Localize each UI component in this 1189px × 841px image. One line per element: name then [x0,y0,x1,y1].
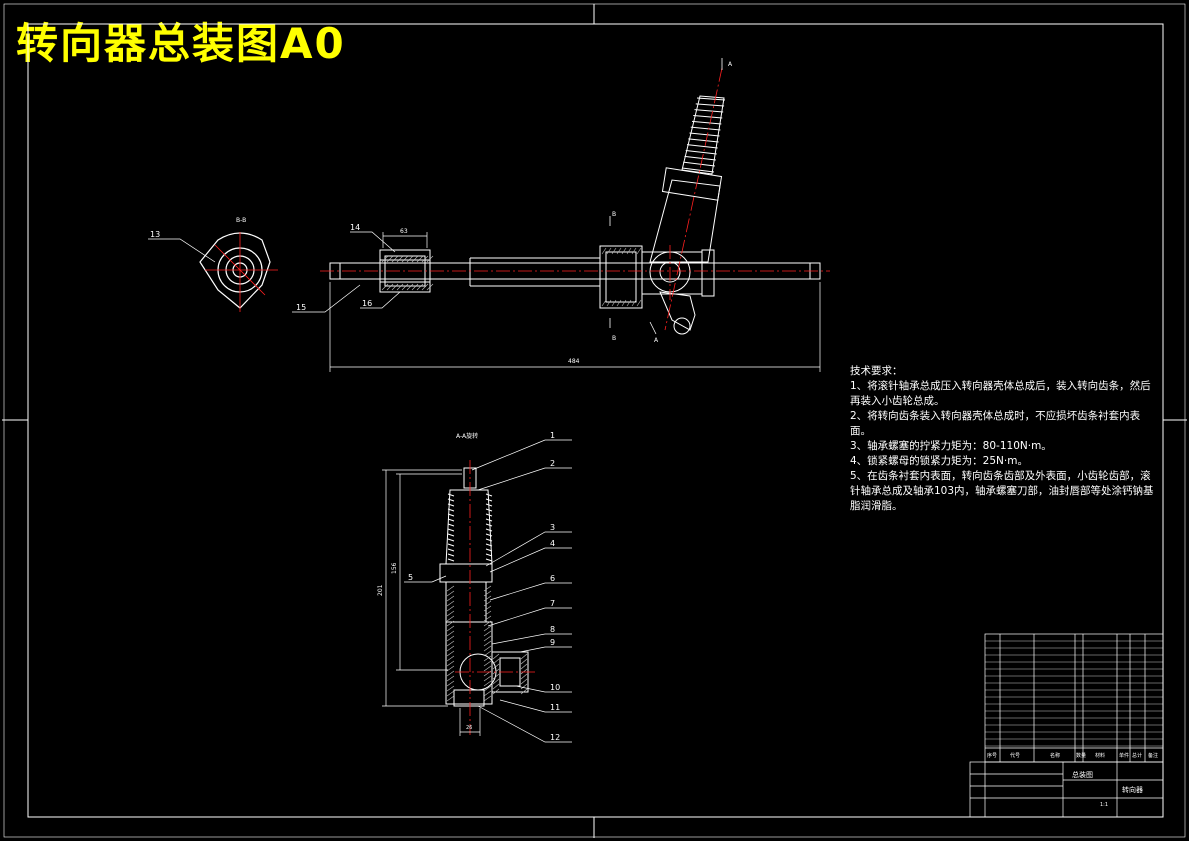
tech-item-3: 3、轴承螺塞的拧紧力矩为：80-110N·m。 [850,440,1052,452]
bom-header-5: 单件 [1119,752,1129,759]
marker-a-top: A [728,61,733,68]
top-centerlines [320,67,830,331]
drawing-name: 总装图 [1072,770,1093,779]
section-aa-label: A-A旋转 [456,432,478,440]
pinion-boot [681,95,725,175]
marker-b-bottom: B [612,335,616,342]
dim-63: 63 [400,228,408,235]
section-aa-ribs [447,493,493,562]
bom-headers: 序号 代号 名称 数量 材料 单件总计备注 [987,752,1158,759]
bom-rows [985,640,1163,747]
dimensions [329,232,821,372]
balloon-6: 6 [550,574,555,583]
scale: 1:1 [1100,802,1108,808]
bom-header-1: 代号 [1010,752,1020,759]
section-aa-hatching [446,585,528,702]
balloon-11: 11 [550,703,560,712]
tech-heading: 技术要求： [850,365,903,377]
bom-header-2: 名称 [1050,752,1060,759]
balloon-5: 5 [408,573,413,582]
balloon-2: 2 [550,459,555,468]
balloon-14: 14 [350,223,360,232]
top-hatching [381,247,642,307]
product-name: 转向器 [1122,785,1143,794]
rack-main-view [329,167,821,335]
balloon-12: 12 [550,733,560,742]
top-leaders [148,231,401,313]
balloon-15: 15 [296,303,306,312]
section-bb-view: B-B [199,217,278,312]
title-block [969,633,1164,818]
section-aa-centerline [455,460,535,735]
section-aa-dims [382,469,481,736]
drawing-title: 转向器总装图A0 [16,19,346,68]
sheet-frame [2,3,1187,838]
balloon-16: 16 [362,299,372,308]
balloon-3: 3 [550,523,555,532]
dim-26: 26 [466,725,472,731]
tech-item-1: 1、将滚针轴承总成压入转向器壳体总成后，装入转向齿条，然后再装入小齿轮总成。 [850,380,1151,407]
tech-item-4: 4、锁紧螺母的锁紧力矩为：25N·m。 [850,455,1028,467]
marker-a-bottom: A [654,337,659,344]
technical-requirements: 技术要求： 1、将滚针轴承总成压入转向器壳体总成后，装入转向齿条，然后再装入小齿… [850,364,1160,514]
dim-201: 201 [377,584,384,596]
balloon-4: 4 [550,539,555,548]
balloon-13: 13 [150,230,160,239]
balloon-1: 1 [550,431,555,440]
section-leaders [404,439,572,743]
balloon-7: 7 [550,599,555,608]
bom-header-4: 材料 [1095,752,1105,759]
marker-b-top: B [612,211,616,218]
section-markers [609,58,723,335]
bom-header-6: 总计 [1132,752,1142,759]
balloon-10: 10 [550,683,560,692]
section-bb-label: B-B [236,217,246,224]
tech-item-2: 2、将转向齿条装入转向器壳体总成时，不应损坏齿条衬套内表面。 [850,410,1141,437]
dim-484: 484 [568,358,580,365]
section-aa-view [439,467,529,707]
bom-header-0: 序号 [987,752,997,759]
bom-header-7: 备注 [1148,752,1158,759]
boot-ribs [681,97,726,173]
balloon-8: 8 [550,625,555,634]
bom-header-3: 数量 [1076,752,1086,759]
dim-156: 156 [391,562,398,574]
tech-item-5: 5、在齿条衬套内表面，转向齿条齿部及外表面，小齿轮齿部，滚针轴承总成及轴承103… [850,470,1154,512]
balloon-9: 9 [550,638,555,647]
